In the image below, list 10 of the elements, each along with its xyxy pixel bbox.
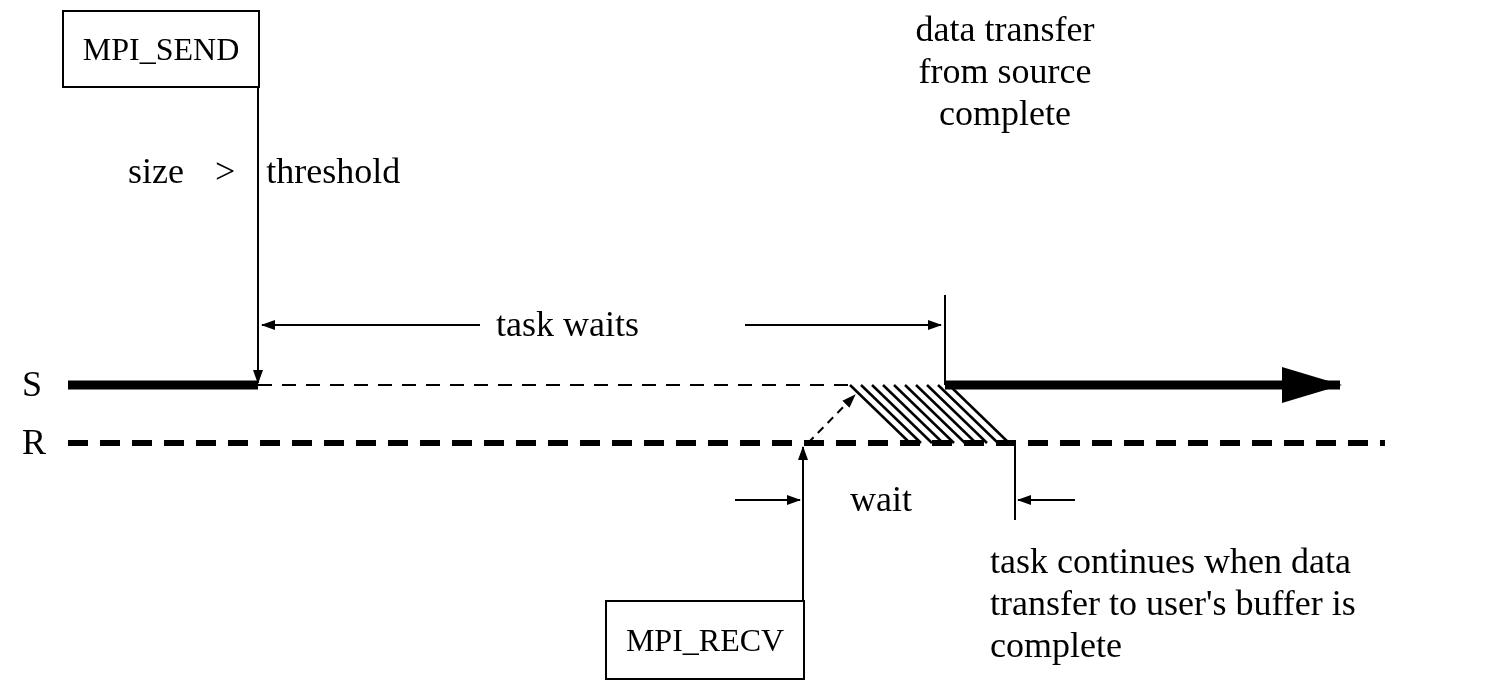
event-label: data transfer from source complete: [914, 8, 1096, 134]
arrow: [798, 446, 808, 601]
note-text: task continues when data transfer to user's buffer is complete: [990, 540, 1357, 666]
timeline-label: R: [22, 421, 46, 463]
timeline-label: S: [22, 363, 43, 405]
arrow: [253, 87, 263, 384]
function-box: MPI_RECV: [605, 600, 805, 680]
condition-label: size > threshold: [128, 150, 401, 192]
dimension-label: wait: [850, 478, 912, 520]
function-box: MPI_SEND: [62, 10, 260, 88]
